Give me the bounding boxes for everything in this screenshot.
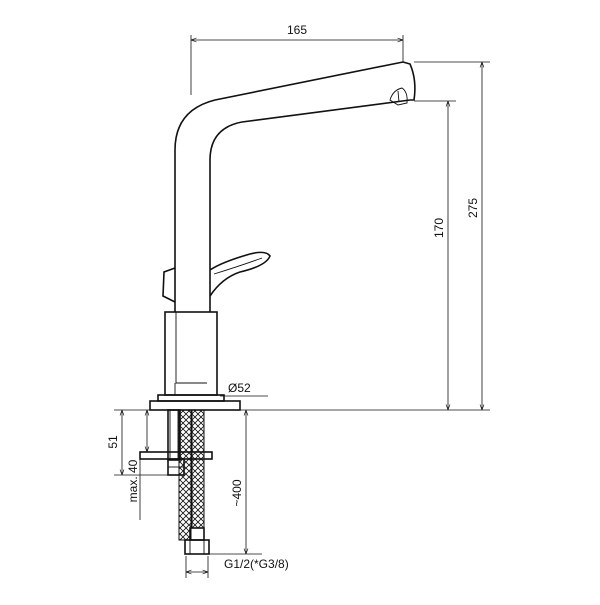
dim-depth-51: 51 bbox=[106, 409, 168, 476]
dim-thread: G1/2(*G3/8) bbox=[185, 556, 289, 578]
hose-left bbox=[178, 409, 192, 541]
dim-height-275: 275 bbox=[240, 61, 490, 411]
dim-label-spout-height: 170 bbox=[432, 218, 446, 238]
dim-label-thread: G1/2(*G3/8) bbox=[224, 557, 289, 571]
dim-width-165: 165 bbox=[190, 23, 404, 95]
dim-label-diameter: Ø52 bbox=[228, 381, 251, 395]
faucet-base-body bbox=[149, 311, 241, 411]
lever-handle bbox=[162, 251, 271, 303]
dim-label-depth: 51 bbox=[106, 435, 120, 449]
dim-label-max-thickness: max. 40 bbox=[126, 459, 140, 502]
faucet-spout bbox=[174, 61, 416, 312]
dim-hose-400: ~400 bbox=[209, 410, 262, 555]
dim-label-width: 165 bbox=[287, 23, 307, 37]
dim-label-hose-length: ~400 bbox=[230, 479, 244, 506]
hose-right bbox=[184, 409, 210, 555]
dim-max-40: max. 40 bbox=[126, 410, 147, 520]
dim-label-total-height: 275 bbox=[466, 198, 480, 218]
dim-diameter-52: Ø52 bbox=[220, 381, 268, 397]
dim-height-170: 170 bbox=[414, 100, 456, 410]
